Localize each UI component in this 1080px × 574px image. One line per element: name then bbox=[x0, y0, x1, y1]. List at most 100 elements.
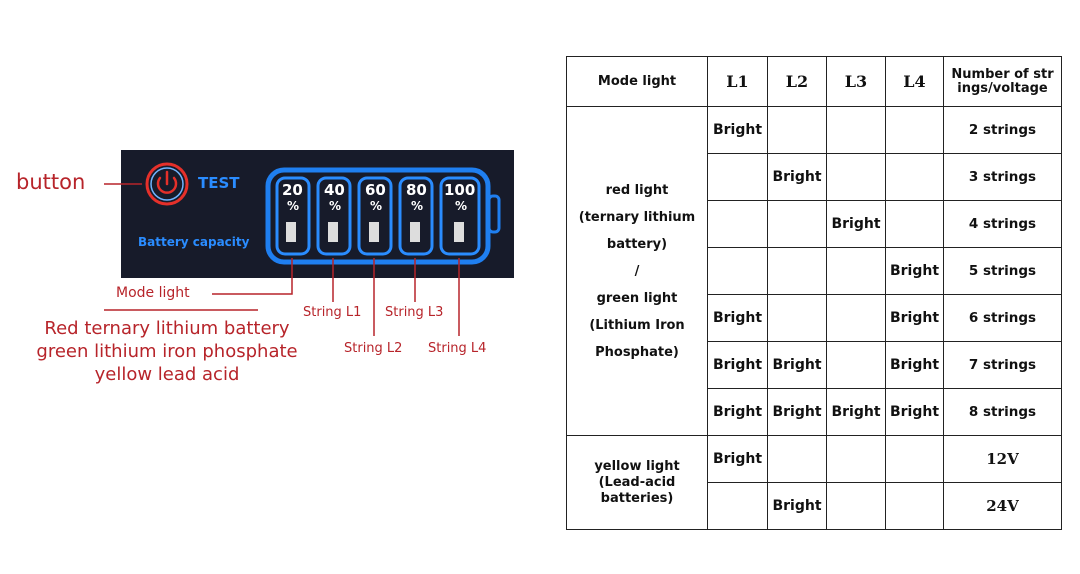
cell-l4 bbox=[885, 435, 944, 483]
mode-cell-red-green: red light (ternary lithium battery) / gr… bbox=[566, 106, 708, 436]
percent-100: 100 bbox=[444, 181, 476, 199]
segment-60 bbox=[357, 176, 393, 256]
percent-sign-60: % bbox=[370, 199, 383, 213]
table-row: yellow light (Lead-acid batteries) Brigh… bbox=[566, 435, 1062, 530]
mode-light-leader bbox=[212, 258, 293, 295]
percent-sign-80: % bbox=[411, 199, 424, 213]
cell-l1: Bright bbox=[707, 388, 768, 436]
header-l2: L2 bbox=[767, 56, 827, 107]
cell-l2 bbox=[767, 435, 827, 483]
legend-line-green: green lithium iron phosphate bbox=[36, 341, 298, 362]
mode-line: Phosphate) bbox=[595, 344, 679, 360]
percent-40: 40 bbox=[324, 181, 345, 199]
mode-line: / bbox=[634, 263, 640, 279]
cell-l3 bbox=[826, 294, 886, 342]
percent-60: 60 bbox=[365, 181, 386, 199]
table-row: Bright Bright Bright 7 strings bbox=[567, 341, 1062, 389]
cell-l3 bbox=[826, 341, 886, 389]
cell-l4: Bright bbox=[885, 388, 944, 436]
cell-value: 2 strings bbox=[943, 106, 1062, 154]
cell-l2 bbox=[767, 294, 827, 342]
mode-line: battery) bbox=[606, 236, 668, 252]
header-mode-light: Mode light bbox=[566, 56, 708, 107]
cell-l4: Bright bbox=[885, 294, 944, 342]
mode-light-table: Mode light L1 L2 L3 L4 Number of str ing… bbox=[566, 56, 1062, 530]
cell-value: 4 strings bbox=[943, 200, 1062, 248]
cell-l4 bbox=[885, 106, 944, 154]
string-l1-label: String L1 bbox=[303, 305, 362, 320]
led-l2 bbox=[369, 222, 379, 242]
led-blocks bbox=[286, 222, 464, 242]
cell-value: 24V bbox=[943, 482, 1062, 530]
cell-value: 3 strings bbox=[943, 153, 1062, 201]
cell-value: 6 strings bbox=[943, 294, 1062, 342]
cell-l3 bbox=[826, 247, 886, 295]
header-l1: L1 bbox=[707, 56, 768, 107]
mode-line: yellow light bbox=[594, 458, 680, 474]
led-l3 bbox=[410, 222, 420, 242]
header-l4: L4 bbox=[885, 56, 944, 107]
led-l4 bbox=[454, 222, 464, 242]
table-header-row: Mode light L1 L2 L3 L4 Number of str ing… bbox=[566, 56, 1062, 107]
test-label: TEST bbox=[198, 174, 240, 192]
header-l3: L3 bbox=[826, 56, 886, 107]
string-l3-label: String L3 bbox=[385, 305, 444, 320]
cell-l1 bbox=[707, 200, 768, 248]
percent-sign-20: % bbox=[287, 199, 300, 213]
cell-l2: Bright bbox=[767, 153, 827, 201]
power-button-inner-ring bbox=[150, 167, 184, 201]
cell-value: 5 strings bbox=[943, 247, 1062, 295]
table-row: Bright 4 strings bbox=[567, 200, 1062, 248]
mode-line: (Lead-acid bbox=[598, 474, 676, 490]
table-row: Bright Bright Bright Bright 8 strings bbox=[567, 388, 1062, 436]
cell-l4 bbox=[885, 200, 944, 248]
cell-l1 bbox=[707, 482, 768, 530]
cell-l3 bbox=[826, 482, 886, 530]
led-mode bbox=[286, 222, 296, 242]
segment-100 bbox=[439, 176, 481, 256]
cell-l1 bbox=[707, 247, 768, 295]
cell-l1: Bright bbox=[707, 294, 768, 342]
legend-line-yellow: yellow lead acid bbox=[94, 364, 240, 385]
cell-value: 7 strings bbox=[943, 341, 1062, 389]
segment-40 bbox=[316, 176, 352, 256]
cell-l3 bbox=[826, 106, 886, 154]
cell-value: 8 strings bbox=[943, 388, 1062, 436]
cell-l2 bbox=[767, 247, 827, 295]
battery-type-legend: Red ternary lithium battery green lithiu… bbox=[16, 317, 318, 386]
cell-l2: Bright bbox=[767, 482, 827, 530]
cell-l2 bbox=[767, 200, 827, 248]
battery-segments bbox=[275, 176, 481, 256]
power-icon bbox=[156, 176, 178, 194]
string-l2-label: String L2 bbox=[344, 341, 403, 356]
mode-cell-yellow: yellow light (Lead-acid batteries) bbox=[566, 435, 708, 530]
mode-light-label: Mode light bbox=[116, 285, 190, 301]
led-l1 bbox=[328, 222, 338, 242]
button-label: button bbox=[16, 170, 86, 194]
string-l4-label: String L4 bbox=[428, 341, 487, 356]
mode-line: (Lithium Iron bbox=[589, 317, 685, 333]
cell-l1: Bright bbox=[707, 435, 768, 483]
cell-l1 bbox=[707, 153, 768, 201]
cell-l2: Bright bbox=[767, 341, 827, 389]
battery-capacity-label: Battery capacity bbox=[138, 235, 250, 249]
cell-value: 12V bbox=[943, 435, 1062, 483]
mode-line: red light bbox=[605, 182, 669, 198]
cell-l2: Bright bbox=[767, 388, 827, 436]
cell-l3: Bright bbox=[826, 200, 886, 248]
mode-line: batteries) bbox=[600, 490, 674, 506]
cell-l4: Bright bbox=[885, 247, 944, 295]
segment-80 bbox=[398, 176, 434, 256]
mode-line: (ternary lithium bbox=[578, 209, 696, 225]
leader-lines bbox=[104, 183, 460, 336]
diagram-graphics bbox=[104, 150, 514, 336]
percent-20: 20 bbox=[282, 181, 303, 199]
percent-sign-100: % bbox=[455, 199, 468, 213]
table-row: Bright 5 strings bbox=[567, 247, 1062, 295]
segment-20 bbox=[275, 176, 311, 256]
battery-indicator-diagram: TEST Battery capacity 20 40 60 80 100 % … bbox=[16, 150, 514, 386]
table-row: Bright 24V bbox=[567, 482, 1062, 530]
percent-sign-40: % bbox=[329, 199, 342, 213]
table-row: Bright 3 strings bbox=[567, 153, 1062, 201]
cell-l2 bbox=[767, 106, 827, 154]
